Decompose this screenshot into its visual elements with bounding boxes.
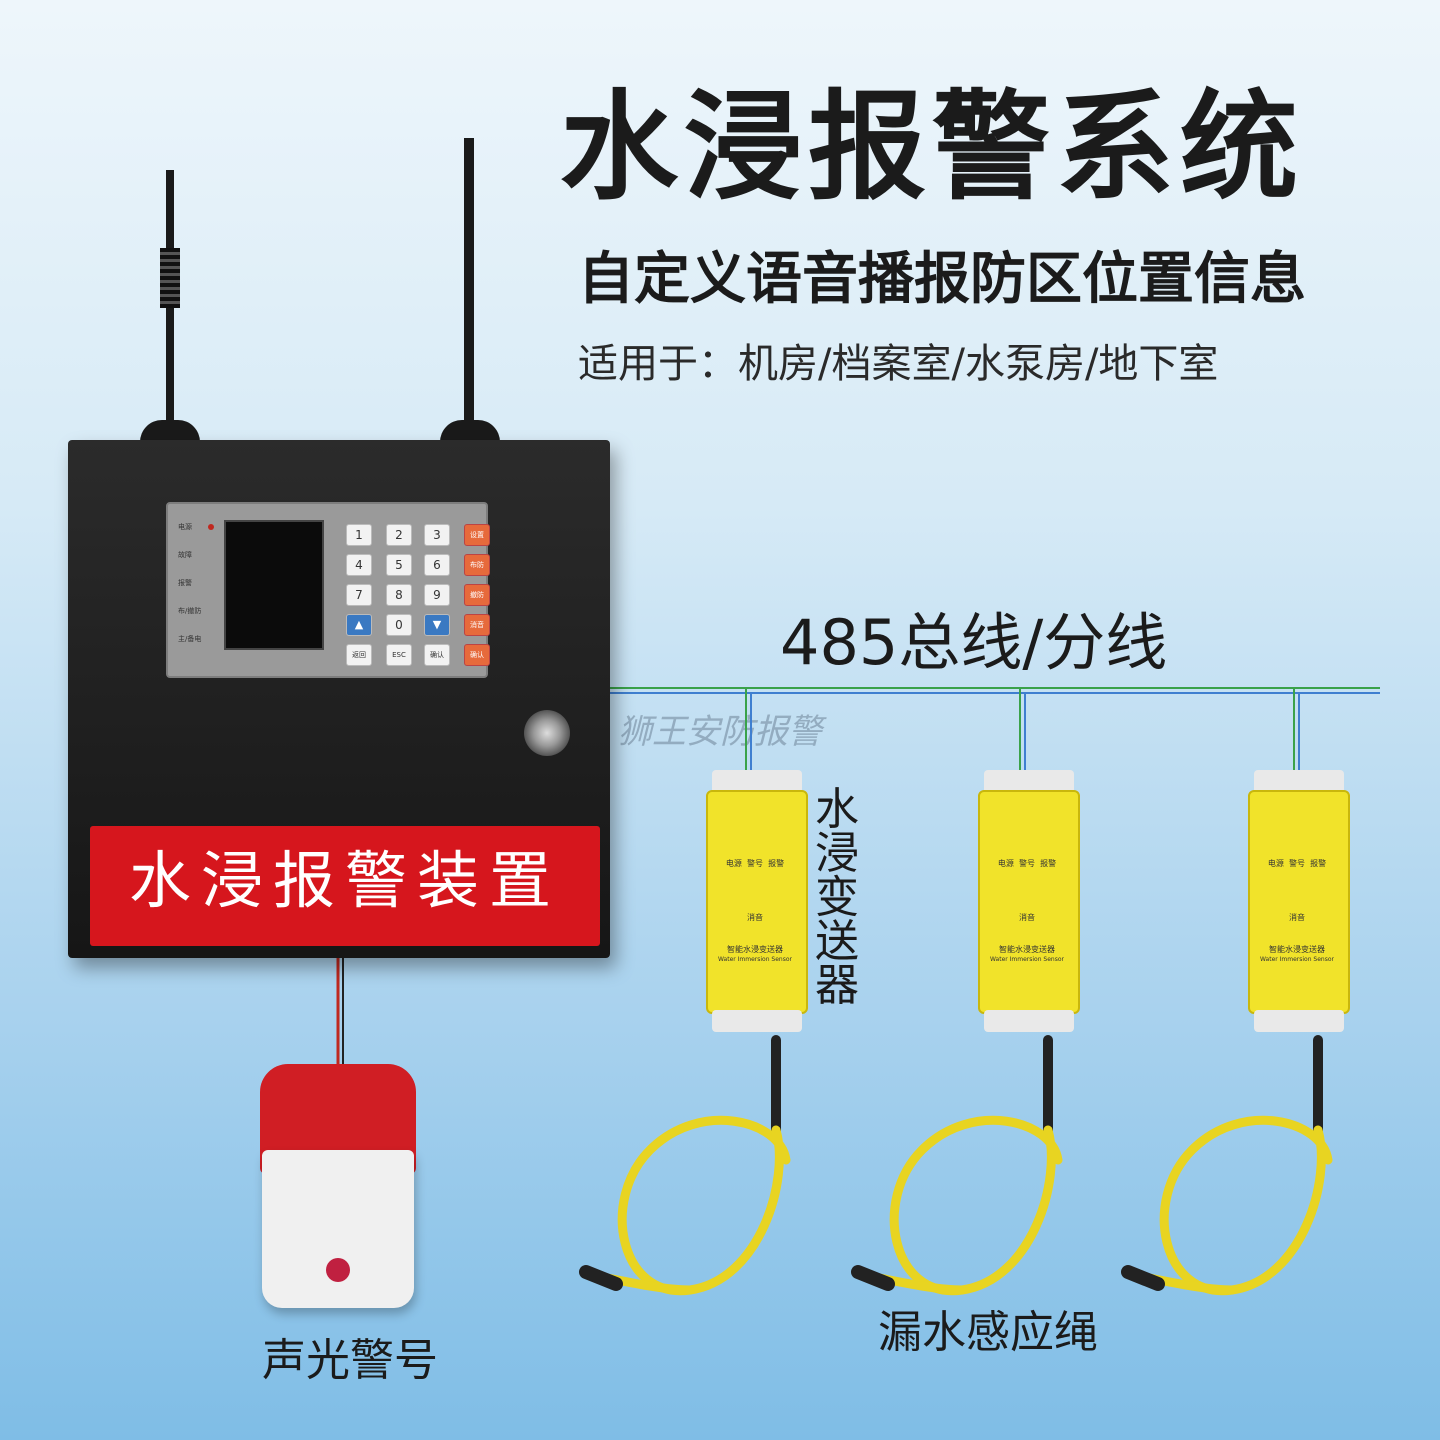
antenna-left-coil — [160, 248, 180, 308]
lock-icon[interactable] — [524, 710, 570, 756]
antenna-right-base — [440, 420, 500, 442]
rope-label: 漏水感应绳 — [878, 1307, 1098, 1358]
key-4[interactable]: 4 — [346, 554, 372, 576]
sensor-terminal-bottom — [712, 1010, 802, 1032]
led-label: 电源 — [178, 523, 192, 531]
sensor-label-char: 水 — [815, 784, 859, 835]
sensor-mute[interactable]: 消音 — [747, 913, 763, 922]
key-back[interactable]: 返回 — [346, 644, 372, 666]
sensor-name-en: Water Immersion Sensor — [717, 956, 792, 963]
led-label: 布/撤防 — [178, 607, 202, 615]
water-sensor-2 — [978, 790, 1080, 1014]
led-label: 主/备电 — [178, 635, 202, 643]
key-up[interactable]: ▲ — [346, 614, 372, 636]
led-indicator — [208, 524, 214, 530]
func-key-confirm[interactable]: 确认 — [464, 644, 490, 666]
siren-label: 声光警号 — [262, 1335, 438, 1386]
antenna-right — [464, 138, 474, 432]
sensor-mute[interactable]: 消音 — [1019, 913, 1035, 922]
key-8[interactable]: 8 — [386, 584, 412, 606]
sensor-label-char: 变 — [815, 872, 859, 923]
page-subtitle: 自定义语音播报防区位置信息 — [578, 247, 1306, 312]
antenna-left-base — [140, 420, 200, 442]
func-key-set[interactable]: 设置 — [464, 524, 490, 546]
key-7[interactable]: 7 — [346, 584, 372, 606]
sensor-label-char: 浸 — [815, 828, 859, 879]
key-esc[interactable]: ESC — [386, 644, 412, 666]
sensor-name-en: Water Immersion Sensor — [989, 956, 1064, 963]
sensor-name: 智能水浸变送器 — [999, 945, 1055, 954]
nameplate-text: 水浸报警装置 — [128, 844, 561, 917]
key-1[interactable]: 1 — [346, 524, 372, 546]
sensor-label: 水浸变送器 — [812, 788, 862, 1008]
sensor-name: 智能水浸变送器 — [727, 945, 783, 954]
sensor-label-char: 送 — [815, 916, 859, 967]
sensor-name: 智能水浸变送器 — [1269, 945, 1325, 954]
func-key-mute[interactable]: 消音 — [464, 614, 490, 636]
nameplate — [90, 826, 600, 946]
bus-label: 485总线/分线 — [780, 606, 1168, 679]
led-label: 报警 — [178, 579, 192, 587]
lcd-screen — [224, 520, 324, 650]
sensor-name-en: Water Immersion Sensor — [1259, 956, 1334, 963]
key-0[interactable]: 0 — [386, 614, 412, 636]
key-2[interactable]: 2 — [386, 524, 412, 546]
watermark: 狮王安防报警 — [618, 712, 822, 752]
water-sensor-1 — [706, 790, 808, 1014]
led-label: 故障 — [178, 551, 192, 559]
sensor-leds: 电源 警号 报警 — [997, 859, 1057, 868]
page-title: 水浸报警系统 — [560, 78, 1305, 216]
key-3[interactable]: 3 — [424, 524, 450, 546]
sensor-leds: 电源 警号 报警 — [725, 859, 785, 868]
key-6[interactable]: 6 — [424, 554, 450, 576]
siren-indicator — [326, 1258, 350, 1282]
usage-text: 适用于：机房/档案室/水泵房/地下室 — [578, 341, 1219, 387]
key-down[interactable]: ▼ — [424, 614, 450, 636]
sensor-label-char: 器 — [815, 960, 859, 1011]
func-key-disarm[interactable]: 撤防 — [464, 584, 490, 606]
key-9[interactable]: 9 — [424, 584, 450, 606]
func-key-arm[interactable]: 布防 — [464, 554, 490, 576]
sensor-leds: 电源 警号 报警 — [1267, 859, 1327, 868]
sensor-terminal-bottom — [1254, 1010, 1344, 1032]
sensor-mute[interactable]: 消音 — [1289, 913, 1305, 922]
key-enter[interactable]: 确认 — [424, 644, 450, 666]
key-5[interactable]: 5 — [386, 554, 412, 576]
sensor-terminal-bottom — [984, 1010, 1074, 1032]
